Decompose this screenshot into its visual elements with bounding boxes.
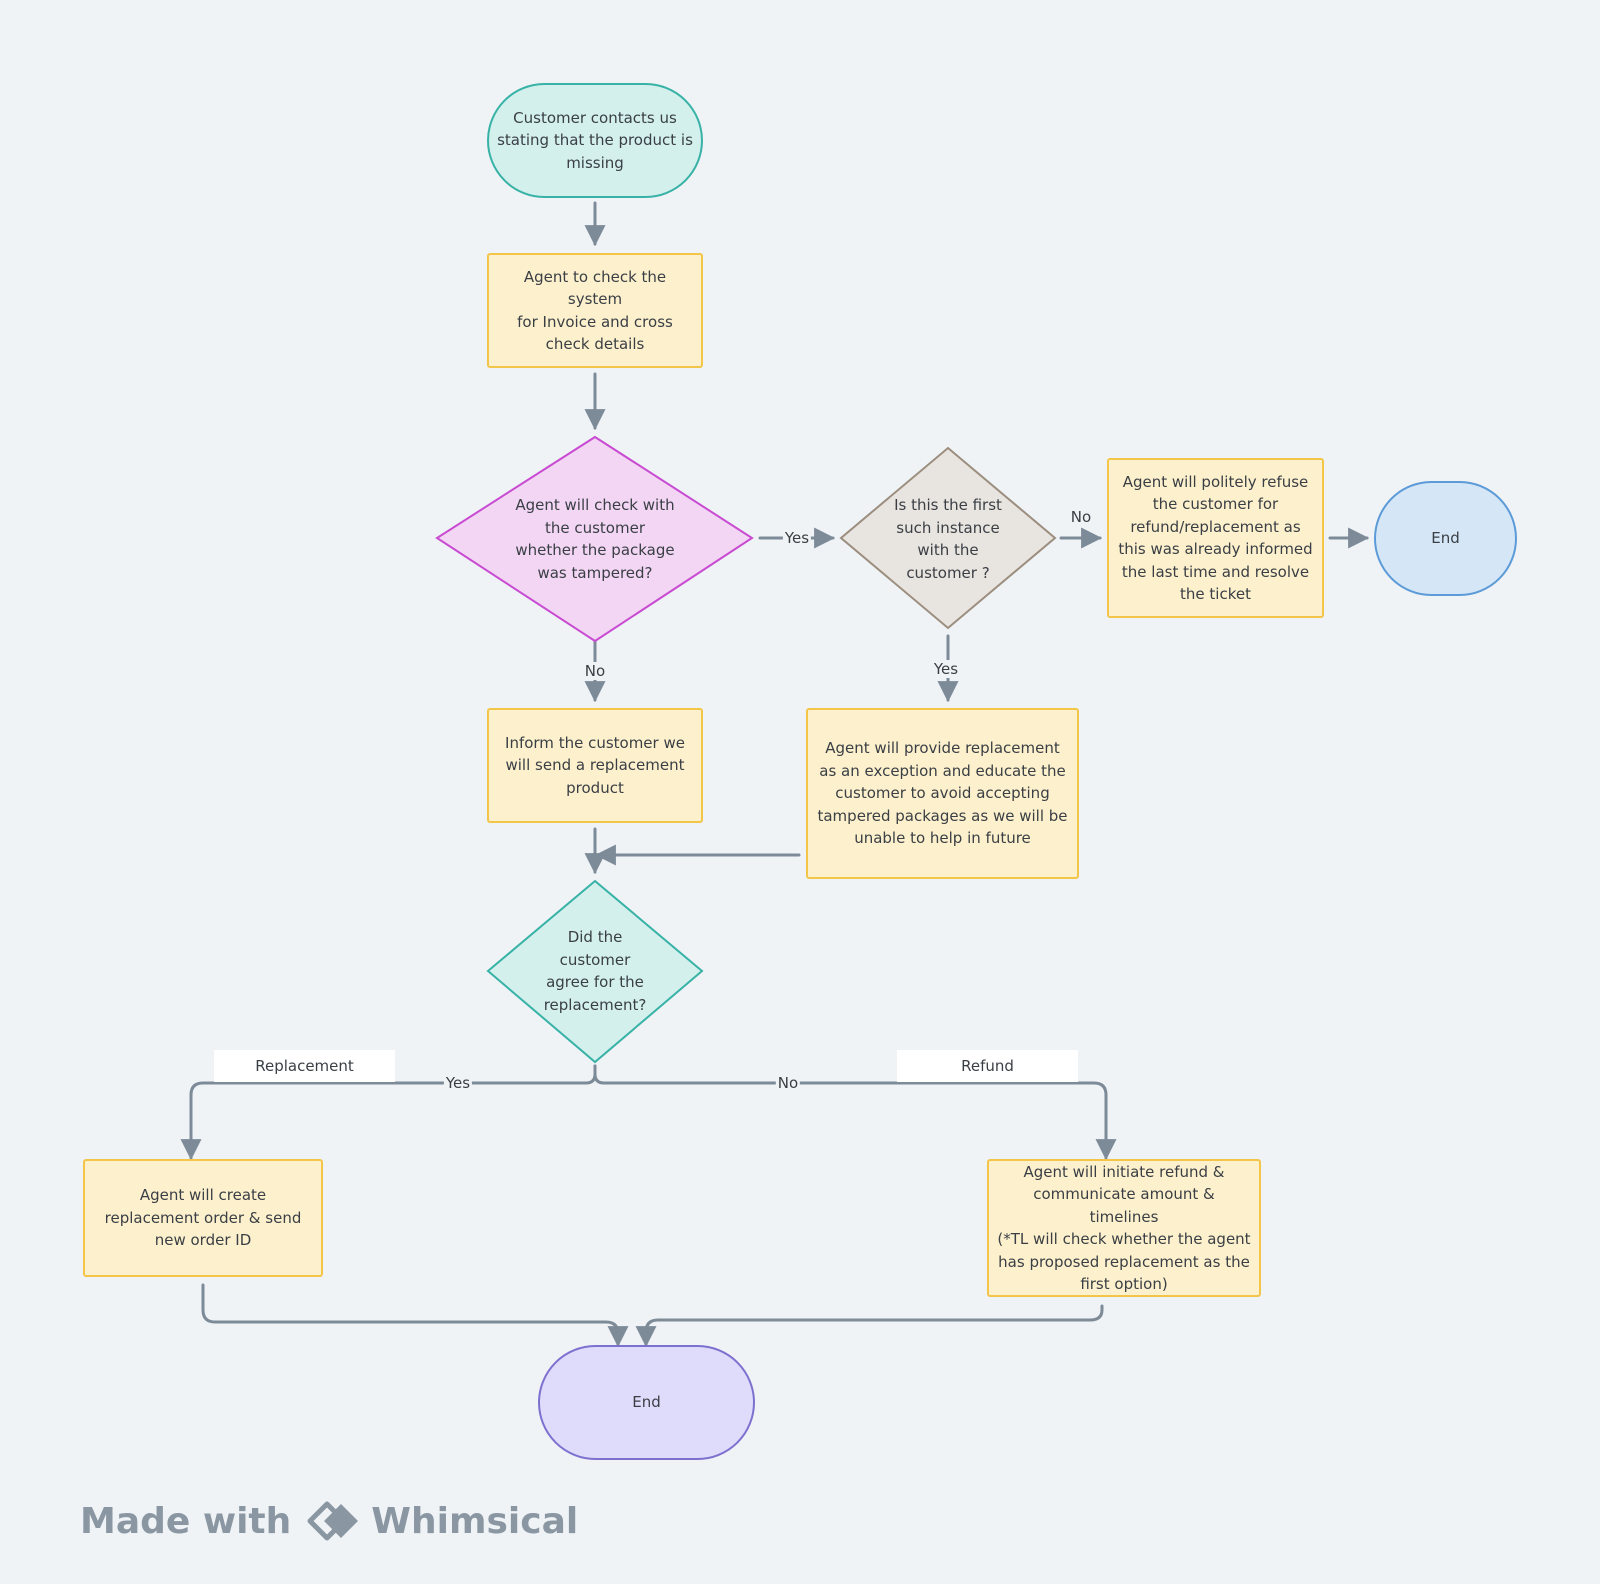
process-exception-replacement-text: Agent will provide replacement as an exc… <box>817 739 1068 848</box>
made-with-whimsical-footer[interactable]: Made with Whimsical <box>80 1496 578 1546</box>
edge-label-tampered-no: No <box>582 662 608 680</box>
process-refuse[interactable]: Agent will politely refuse the customer … <box>1107 458 1324 618</box>
tag-refund-text: Refund <box>961 1057 1014 1075</box>
whimsical-logo-icon <box>307 1501 359 1541</box>
end-node-bottom[interactable]: End <box>538 1345 755 1460</box>
edge-label-first-no: No <box>1068 508 1094 526</box>
decision-tampered-text: Agent will check with the customer wheth… <box>515 496 675 582</box>
connector-agree-no <box>593 1064 1117 1161</box>
tag-replacement: Replacement <box>214 1050 395 1082</box>
made-with-text: Made with <box>80 1500 292 1542</box>
decision-agree-shape <box>486 879 704 1064</box>
tag-refund: Refund <box>897 1050 1078 1082</box>
process-inform-replacement[interactable]: Inform the customer we will send a repla… <box>487 708 703 823</box>
process-check-system-text: Agent to check the system for Invoice an… <box>517 267 673 354</box>
decision-first-instance[interactable]: Is this the first such instance with the… <box>876 488 1020 590</box>
process-create-order-text: Agent will create replacement order & se… <box>104 1186 302 1250</box>
process-refuse-text: Agent will politely refuse the customer … <box>1118 472 1313 604</box>
tag-replacement-text: Replacement <box>255 1057 354 1075</box>
start-node[interactable]: Customer contacts us stating that the pr… <box>487 83 703 198</box>
connector-refund-to-end <box>635 1304 1104 1348</box>
end-node-bottom-text: End <box>632 1393 661 1412</box>
edge-label-agree-yes: Yes <box>443 1074 473 1092</box>
process-check-system[interactable]: Agent to check the system for Invoice an… <box>487 253 703 368</box>
end-node-right-text: End <box>1431 529 1460 548</box>
edge-label-agree-no: No <box>775 1074 801 1092</box>
process-exception-replacement[interactable]: Agent will provide replacement as an exc… <box>806 708 1079 879</box>
process-create-order[interactable]: Agent will create replacement order & se… <box>83 1159 323 1277</box>
process-inform-replacement-text: Inform the customer we will send a repla… <box>505 733 685 797</box>
decision-agree-text: Did the customer agree for the replaceme… <box>543 928 647 1014</box>
process-initiate-refund[interactable]: Agent will initiate refund & communicate… <box>987 1159 1261 1297</box>
start-node-text: Customer contacts us stating that the pr… <box>497 108 693 172</box>
decision-first-instance-text: Is this the first such instance with the… <box>894 496 1002 582</box>
connector-order-to-end <box>201 1283 629 1348</box>
decision-first-instance-shape <box>839 446 1057 630</box>
decision-tampered-shape <box>435 435 754 643</box>
process-initiate-refund-text: Agent will initiate refund & communicate… <box>997 1162 1251 1294</box>
end-node-right[interactable]: End <box>1374 481 1517 596</box>
edge-label-first-yes: Yes <box>931 660 961 678</box>
whimsical-brand-text: Whimsical <box>371 1500 579 1542</box>
decision-tampered[interactable]: Agent will check with the customer wheth… <box>500 488 690 590</box>
edge-label-tampered-yes: Yes <box>782 529 812 547</box>
decision-agree[interactable]: Did the customer agree for the replaceme… <box>525 920 665 1022</box>
